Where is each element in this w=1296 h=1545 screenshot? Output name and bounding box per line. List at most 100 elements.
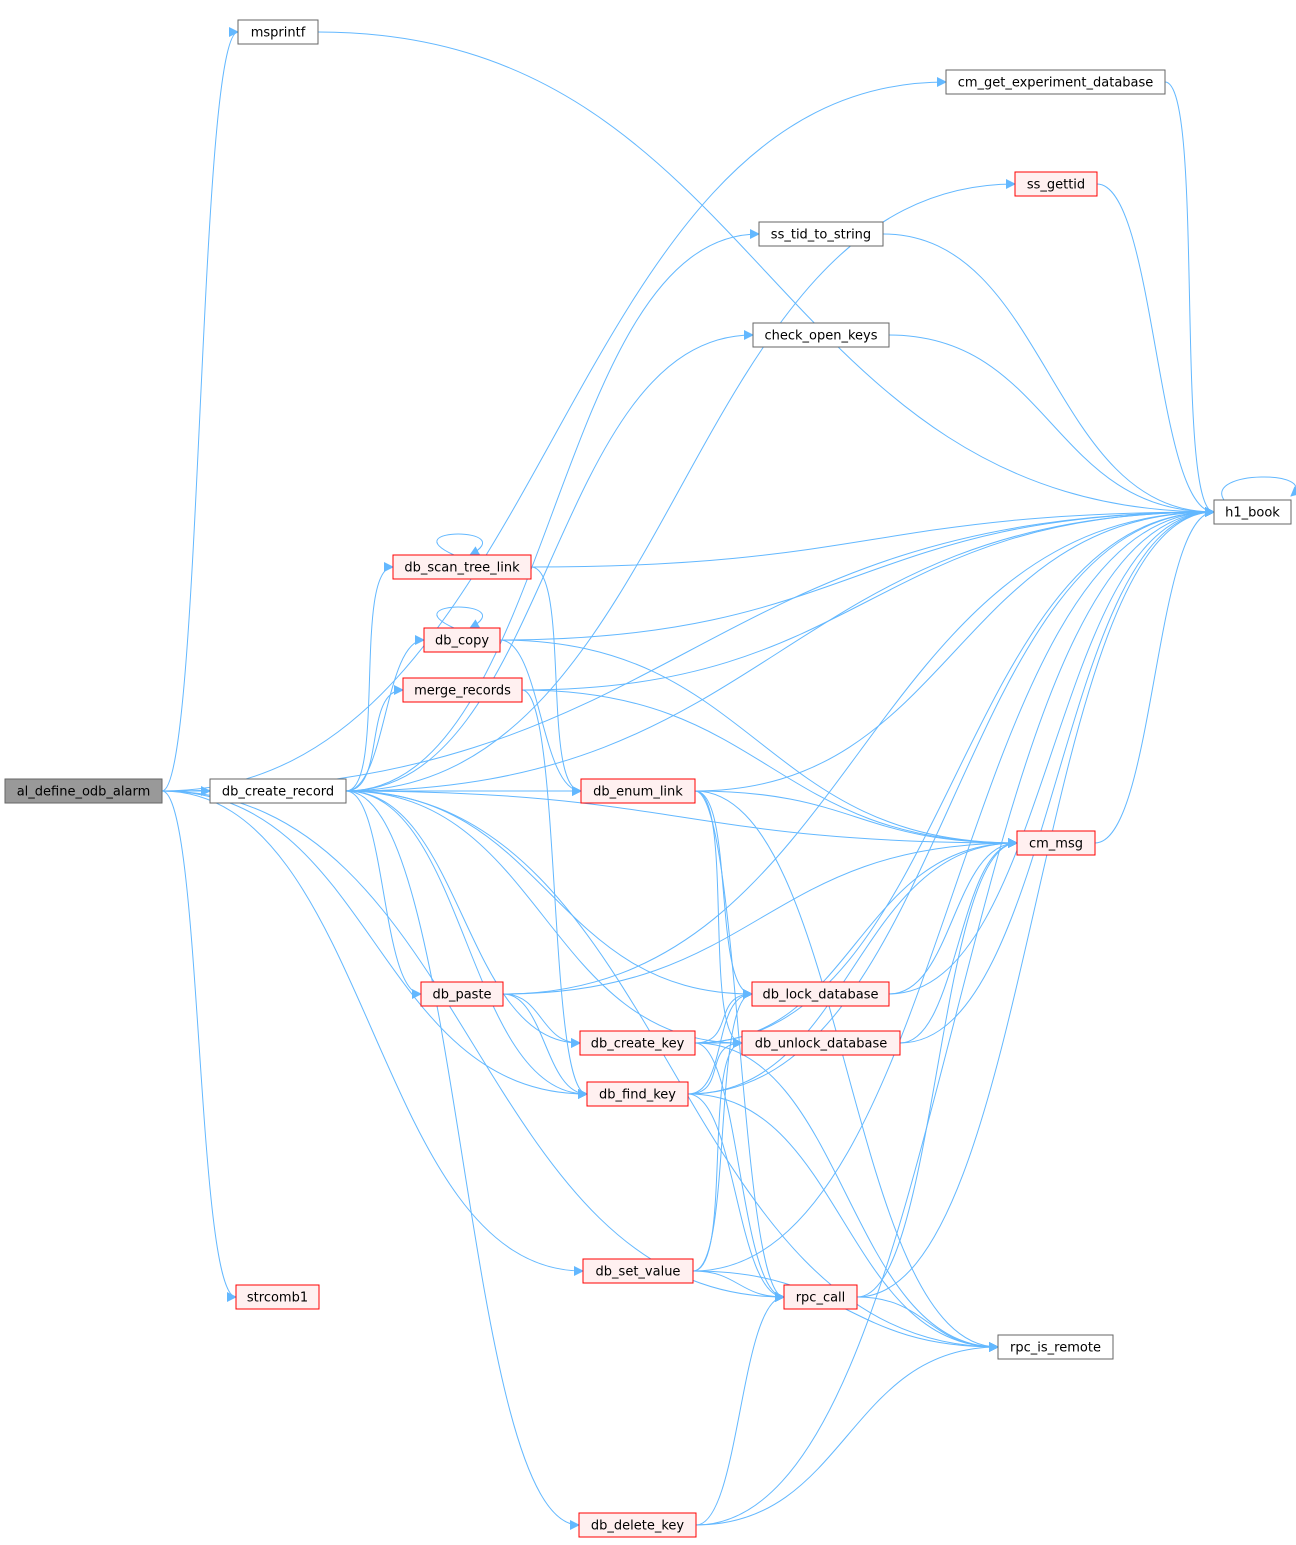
edge-al_define_odb_alarm-to-cm_get_experiment_database bbox=[161, 77, 947, 792]
node-label: merge_records bbox=[414, 684, 511, 699]
edge-db_set_value-to-h1_book bbox=[692, 507, 1215, 1272]
edge-db_unlock_database-to-cm_msg bbox=[899, 838, 1018, 1044]
edge-db_lock_database-to-cm_msg bbox=[888, 838, 1018, 995]
node-ss-gettid[interactable]: ss_gettid bbox=[1014, 171, 1098, 197]
edge-ss_gettid-to-h1_book bbox=[1096, 183, 1215, 517]
node-db-delete-key[interactable]: db_delete_key bbox=[578, 1512, 697, 1538]
node-al-define-odb-alarm[interactable]: al_define_odb_alarm bbox=[4, 778, 163, 804]
node-label: strcomb1 bbox=[247, 1291, 308, 1306]
edge-db_find_key-to-cm_msg bbox=[687, 838, 1018, 1095]
edge-rpc_call-to-cm_msg bbox=[856, 838, 1018, 1298]
node-db-paste[interactable]: db_paste bbox=[420, 981, 504, 1007]
edge-db_paste-to-db_find_key bbox=[502, 993, 588, 1099]
edge-db_create_key-to-db_lock_database bbox=[694, 989, 753, 1044]
node-box bbox=[945, 69, 1166, 95]
edge-layer bbox=[161, 27, 1296, 1530]
node-label: db_scan_tree_link bbox=[404, 561, 520, 576]
edge-db_create_key-to-h1_book bbox=[694, 507, 1215, 1044]
edge-db_paste-to-h1_book bbox=[502, 507, 1215, 995]
edge-al_define_odb_alarm-to-db_set_value bbox=[161, 790, 584, 1276]
edge-db_create_record-to-ss_tid_to_string bbox=[345, 229, 760, 792]
node-ss-tid-to-string[interactable]: ss_tid_to_string bbox=[758, 221, 884, 247]
edge-db_find_key-to-rpc_call bbox=[687, 1093, 785, 1302]
node-db-set-value[interactable]: db_set_value bbox=[582, 1258, 694, 1284]
node-box bbox=[237, 19, 319, 45]
edge-db_create_record-to-rpc_is_remote bbox=[345, 790, 999, 1352]
node-box bbox=[582, 1258, 694, 1284]
node-check-open-keys[interactable]: check_open_keys bbox=[752, 322, 890, 348]
edge-db_create_record-to-db_lock_database bbox=[345, 790, 753, 999]
node-db-create-record[interactable]: db_create_record bbox=[209, 778, 347, 804]
node-label: cm_get_experiment_database bbox=[958, 76, 1154, 91]
node-box bbox=[758, 221, 884, 247]
node-db-unlock-database[interactable]: db_unlock_database bbox=[741, 1030, 901, 1056]
edge-db_lock_database-to-h1_book bbox=[888, 507, 1215, 995]
node-box bbox=[752, 322, 890, 348]
node-box bbox=[579, 1030, 696, 1056]
edge-db_create_record-to-db_copy bbox=[345, 635, 425, 792]
node-box bbox=[4, 778, 163, 804]
node-box bbox=[783, 1284, 858, 1310]
node-box bbox=[586, 1081, 689, 1107]
edge-msprintf-to-h1_book bbox=[317, 31, 1215, 517]
node-cm-get-experiment-database[interactable]: cm_get_experiment_database bbox=[945, 69, 1166, 95]
edge-db_enum_link-to-rpc_is_remote bbox=[694, 790, 999, 1352]
edge-db_find_key-to-db_unlock_database bbox=[687, 1038, 743, 1095]
edge-h1_book-to-h1_book bbox=[1221, 476, 1296, 501]
edge-merge_records-to-h1_book bbox=[521, 507, 1215, 691]
node-box bbox=[392, 554, 532, 580]
node-box bbox=[997, 1334, 1114, 1360]
node-rpc-is-remote[interactable]: rpc_is_remote bbox=[997, 1334, 1114, 1360]
edge-db_enum_link-to-h1_book bbox=[694, 507, 1215, 792]
edge-db_find_key-to-h1_book bbox=[687, 507, 1215, 1095]
node-h1-book[interactable]: h1_book bbox=[1213, 499, 1292, 525]
node-label: db_create_record bbox=[222, 785, 334, 800]
edge-db_set_value-to-db_unlock_database bbox=[692, 1038, 743, 1272]
node-label: db_paste bbox=[432, 988, 491, 1003]
node-db-lock-database[interactable]: db_lock_database bbox=[751, 981, 890, 1007]
node-label: db_enum_link bbox=[593, 785, 683, 800]
node-label: ss_tid_to_string bbox=[771, 228, 871, 243]
edge-db_create_key-to-rpc_call bbox=[694, 1042, 785, 1302]
node-cm-msg[interactable]: cm_msg bbox=[1016, 830, 1096, 856]
node-box bbox=[1016, 830, 1096, 856]
edge-db_paste-to-db_create_key bbox=[502, 993, 581, 1048]
node-rpc-call[interactable]: rpc_call bbox=[783, 1284, 858, 1310]
node-db-enum-link[interactable]: db_enum_link bbox=[580, 778, 696, 804]
edge-db_unlock_database-to-h1_book bbox=[899, 507, 1215, 1044]
node-db-create-key[interactable]: db_create_key bbox=[579, 1030, 696, 1056]
node-label: msprintf bbox=[251, 26, 306, 41]
edge-al_define_odb_alarm-to-msprintf bbox=[161, 27, 239, 792]
edge-db_create_record-to-ss_gettid bbox=[345, 179, 1016, 792]
node-db-find-key[interactable]: db_find_key bbox=[586, 1081, 689, 1107]
node-layer: al_define_odb_alarm db_create_record mspri… bbox=[4, 19, 1292, 1538]
edge-al_define_odb_alarm-to-strcomb1 bbox=[161, 790, 237, 1302]
node-box bbox=[578, 1512, 697, 1538]
edge-db_delete_key-to-rpc_call bbox=[695, 1292, 785, 1526]
edge-check_open_keys-to-h1_book bbox=[888, 334, 1215, 517]
node-label: db_copy bbox=[435, 634, 489, 649]
node-db-scan-tree-link[interactable]: db_scan_tree_link bbox=[392, 554, 532, 580]
edge-merge_records-to-db_find_key bbox=[521, 689, 588, 1099]
node-box bbox=[235, 1284, 320, 1310]
node-db-copy[interactable]: db_copy bbox=[423, 627, 501, 653]
node-label: db_set_value bbox=[596, 1265, 681, 1280]
node-label: db_create_key bbox=[591, 1037, 685, 1052]
node-merge-records[interactable]: merge_records bbox=[402, 677, 523, 703]
edge-cm_msg-to-h1_book bbox=[1094, 507, 1215, 844]
node-label: check_open_keys bbox=[764, 329, 877, 344]
node-box bbox=[402, 677, 523, 703]
edge-ss_tid_to_string-to-h1_book bbox=[882, 233, 1215, 517]
node-strcomb1[interactable]: strcomb1 bbox=[235, 1284, 320, 1310]
edge-db_create_record-to-h1_book bbox=[345, 507, 1215, 792]
node-label: db_unlock_database bbox=[755, 1037, 888, 1052]
node-box bbox=[1213, 499, 1292, 525]
edge-rpc_call-to-rpc_is_remote bbox=[856, 1296, 999, 1352]
node-box bbox=[751, 981, 890, 1007]
edge-al_define_odb_alarm-to-h1_book bbox=[161, 507, 1215, 792]
node-msprintf[interactable]: msprintf bbox=[237, 19, 319, 45]
edge-db_paste-to-cm_msg bbox=[502, 838, 1018, 995]
node-box bbox=[420, 981, 504, 1007]
node-box bbox=[741, 1030, 901, 1056]
